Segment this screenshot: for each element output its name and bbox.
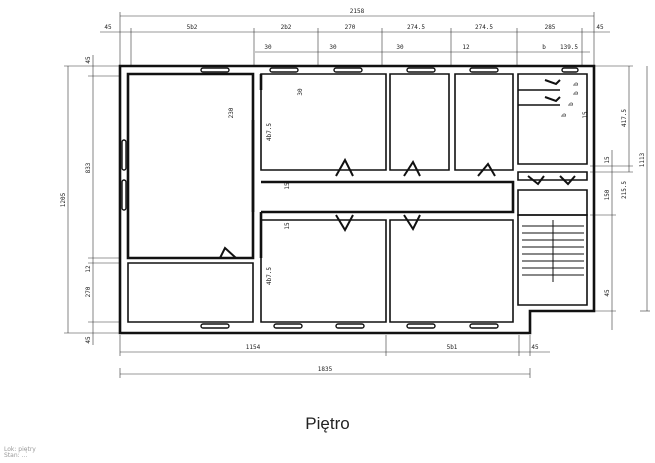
dimension-labels: 2158 45 5b2 2b2 270 274.5 274.5 285 45 3…	[60, 8, 646, 373]
walls	[118, 64, 596, 335]
dim-left-overall: 1205	[60, 192, 67, 207]
dim-left-seg: 833	[85, 162, 92, 173]
dim-interior: 4b7.5	[266, 267, 273, 285]
dim-interior: 230	[228, 107, 235, 118]
dim-interior: b	[568, 102, 575, 106]
dim-right-seg: 15	[604, 156, 611, 164]
drawing-title: Piętro	[305, 414, 350, 433]
dim-right-seg: 215.5	[621, 181, 628, 199]
dim-interior: b	[573, 91, 580, 95]
dim-interior: 15	[582, 111, 589, 119]
dim-bottom-seg: 1154	[246, 344, 261, 351]
dim-top-seg: 274.5	[475, 24, 493, 31]
dim-left-seg: 270	[85, 286, 92, 297]
watermark-line: Stan: ...	[4, 452, 28, 459]
windows	[121, 67, 579, 329]
dim-top-inner: 12	[462, 44, 470, 51]
dim-interior: b	[573, 82, 580, 86]
dim-left-seg: 12	[85, 265, 92, 273]
dim-bottom-overall: 1835	[318, 366, 333, 373]
dim-right-seg: 417.5	[621, 109, 628, 127]
dim-top-seg: 2b2	[281, 24, 292, 31]
dim-top-inner: 139.5	[560, 44, 578, 51]
dim-interior: 30	[297, 88, 304, 96]
dim-interior: 4b7.5	[266, 123, 273, 141]
dim-top-inner: 30	[329, 44, 337, 51]
watermark: Lok: piętry Stan: ...	[4, 447, 36, 459]
dimension-lines	[64, 12, 650, 378]
dim-top-inner: b	[542, 44, 546, 51]
dim-top-seg: 274.5	[407, 24, 425, 31]
dim-right-seg: 150	[604, 189, 611, 200]
dim-top-inner: 30	[264, 44, 272, 51]
dim-bottom-seg: 5b1	[447, 344, 458, 351]
stairs	[522, 220, 584, 282]
dim-top-seg: 45	[596, 24, 604, 31]
dim-right-overall: 1113	[639, 152, 646, 167]
dim-interior: b	[561, 113, 568, 117]
dim-top-seg: 285	[545, 24, 556, 31]
dim-top-seg: 45	[104, 24, 112, 31]
dim-top-overall: 2158	[350, 8, 365, 15]
watermark-line: Lok: piętry	[4, 446, 36, 453]
dim-top-seg: 270	[345, 24, 356, 31]
floor-plan: 2158 45 5b2 2b2 270 274.5 274.5 285 45 3…	[60, 8, 650, 378]
dim-top-seg: 5b2	[187, 24, 198, 31]
dim-interior: 15	[284, 182, 291, 190]
dim-top-inner: 30	[396, 44, 404, 51]
dim-left-seg: 45	[85, 336, 92, 344]
dim-bottom-seg: 45	[531, 344, 539, 351]
dim-right-seg: 45	[604, 289, 611, 297]
dim-left-seg: 45	[85, 56, 92, 64]
doors	[219, 79, 576, 259]
dim-interior: 15	[284, 222, 291, 230]
